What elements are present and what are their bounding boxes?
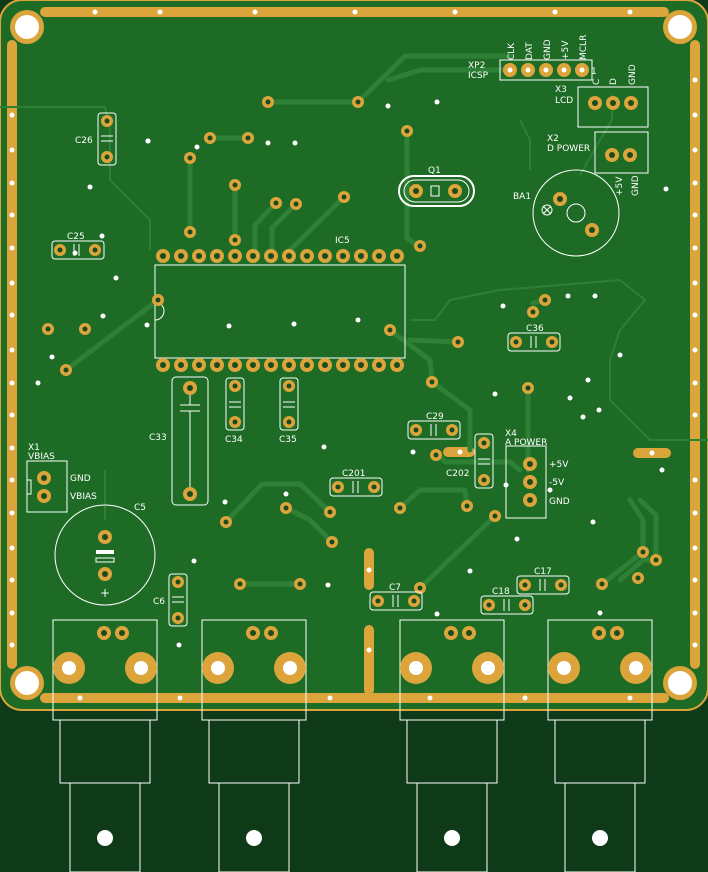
x3-lcd-connector: X3 LCD C D GND 1 (555, 64, 649, 128)
c25-capacitor: C25 (51, 232, 105, 260)
q1-label: Q1 (428, 166, 441, 176)
copper-traces (63, 53, 659, 591)
x1-vbias-connector: X1 VBIAS GND VBIAS (26, 443, 97, 513)
x3-label: X3 (555, 85, 567, 95)
c201-capacitor: C201 (329, 469, 383, 497)
c201-label: C201 (342, 469, 365, 479)
c18-label: C18 (492, 587, 510, 597)
bnc-connector-2 (201, 619, 307, 872)
c26-label: C26 (75, 136, 93, 146)
c6-capacitor: C6 (153, 573, 188, 627)
c36-capacitor: C36 (507, 324, 561, 352)
c34-capacitor: C34 (225, 377, 245, 445)
c17-label: C17 (534, 567, 552, 577)
x2-label: X2 (547, 134, 559, 144)
x1-vbias-label: VBIAS (70, 492, 97, 502)
bnc-connector-4 (547, 619, 653, 872)
x1-gnd-label: GND (70, 474, 91, 484)
x2-gnd-label: GND (631, 175, 641, 196)
x3-d-label: D (609, 78, 619, 85)
x4-a-power-connector: X4 A POWER +5V -5V GND (505, 429, 570, 519)
xp2-icsp-header: XP2 ICSP CLK DAT GND +5V MCLR (468, 35, 593, 81)
c26-capacitor: C26 (75, 112, 117, 166)
c33-capacitor: C33 (149, 376, 209, 506)
rail-vias (9, 9, 698, 701)
c5-plus-label: + (100, 586, 110, 600)
c34-label: C34 (225, 435, 243, 445)
x2-d-power-connector: X2 D POWER +5V GND (547, 131, 649, 196)
ic5-label: IC5 (335, 236, 350, 246)
xp2-label: XP2 (468, 61, 485, 71)
c25-label: C25 (67, 232, 85, 242)
c35-capacitor: C35 (279, 377, 299, 445)
c202-label: C202 (446, 469, 469, 479)
q1-crystal: Q1 (398, 166, 475, 207)
x3-gnd-label: GND (628, 64, 638, 85)
c36-label: C36 (526, 324, 544, 334)
c5-capacitor: C5 + (54, 503, 156, 606)
clk-label: CLK (507, 42, 517, 60)
c29-capacitor: C29 (407, 412, 461, 440)
ba1-buzzer: BA1 (513, 169, 620, 257)
a-power-label: A POWER (505, 438, 547, 448)
x4-label: X4 (505, 429, 517, 439)
vbias-title-label: VBIAS (28, 452, 55, 462)
x4-plus5v-label: +5V (549, 460, 569, 470)
x3-pin1-label: 1 (591, 67, 597, 77)
c7-capacitor: C7 (369, 583, 423, 611)
bnc-connector-1 (52, 619, 158, 872)
x1-label: X1 (28, 443, 40, 453)
d-power-label: D POWER (547, 144, 590, 154)
c202-capacitor: C202 (446, 433, 494, 489)
scattered-vias (35, 99, 669, 648)
ba1-label: BA1 (513, 192, 531, 202)
x2-5v-label: +5V (615, 176, 625, 196)
c33-label: C33 (149, 433, 167, 443)
x4-gnd-label: GND (549, 497, 570, 507)
c7-label: C7 (389, 583, 401, 593)
board-substrate (0, 0, 708, 711)
c18-capacitor: C18 (480, 587, 534, 615)
x3-c-label: C (592, 79, 602, 85)
gnd-label-xp2: GND (543, 39, 553, 60)
c35-label: C35 (279, 435, 297, 445)
mclr-label: MCLR (579, 35, 589, 60)
x4-minus5v-label: -5V (549, 478, 565, 488)
mounting-holes (10, 10, 697, 700)
icsp-label: ICSP (468, 71, 489, 81)
via-pads (42, 96, 662, 594)
dat-label: DAT (525, 42, 535, 60)
lcd-label: LCD (555, 96, 573, 106)
c17-capacitor: C17 (516, 567, 570, 595)
c29-label: C29 (426, 412, 444, 422)
c6-label: C6 (153, 597, 165, 607)
plus5v-label-xp2: +5V (561, 40, 571, 60)
ic5-chip: IC5 (154, 236, 406, 372)
bnc-connector-3 (399, 619, 505, 872)
c5-label: C5 (134, 503, 146, 513)
